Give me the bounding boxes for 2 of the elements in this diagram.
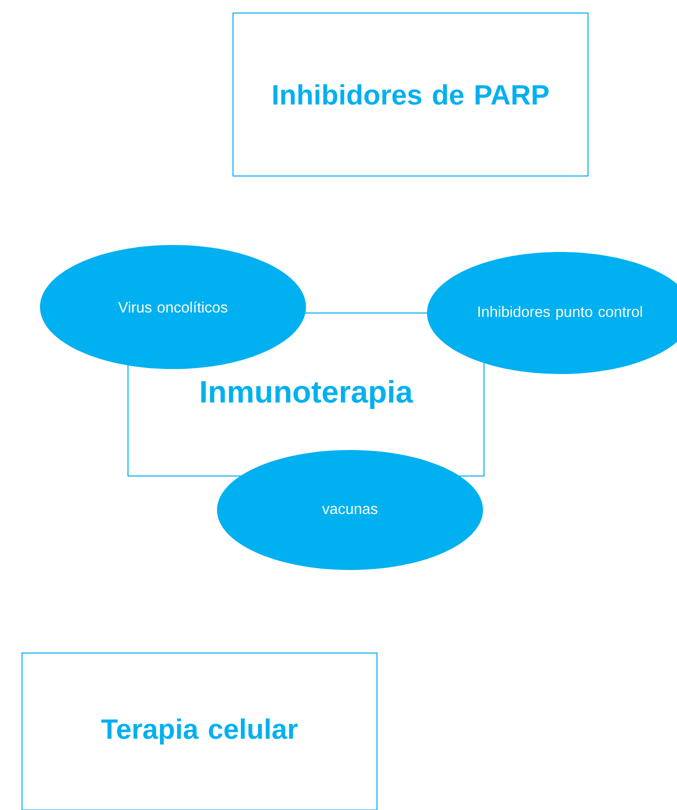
- text-box: Inhibidores de PARP: [232, 12, 588, 176]
- text-box: Terapia celular: [22, 652, 378, 810]
